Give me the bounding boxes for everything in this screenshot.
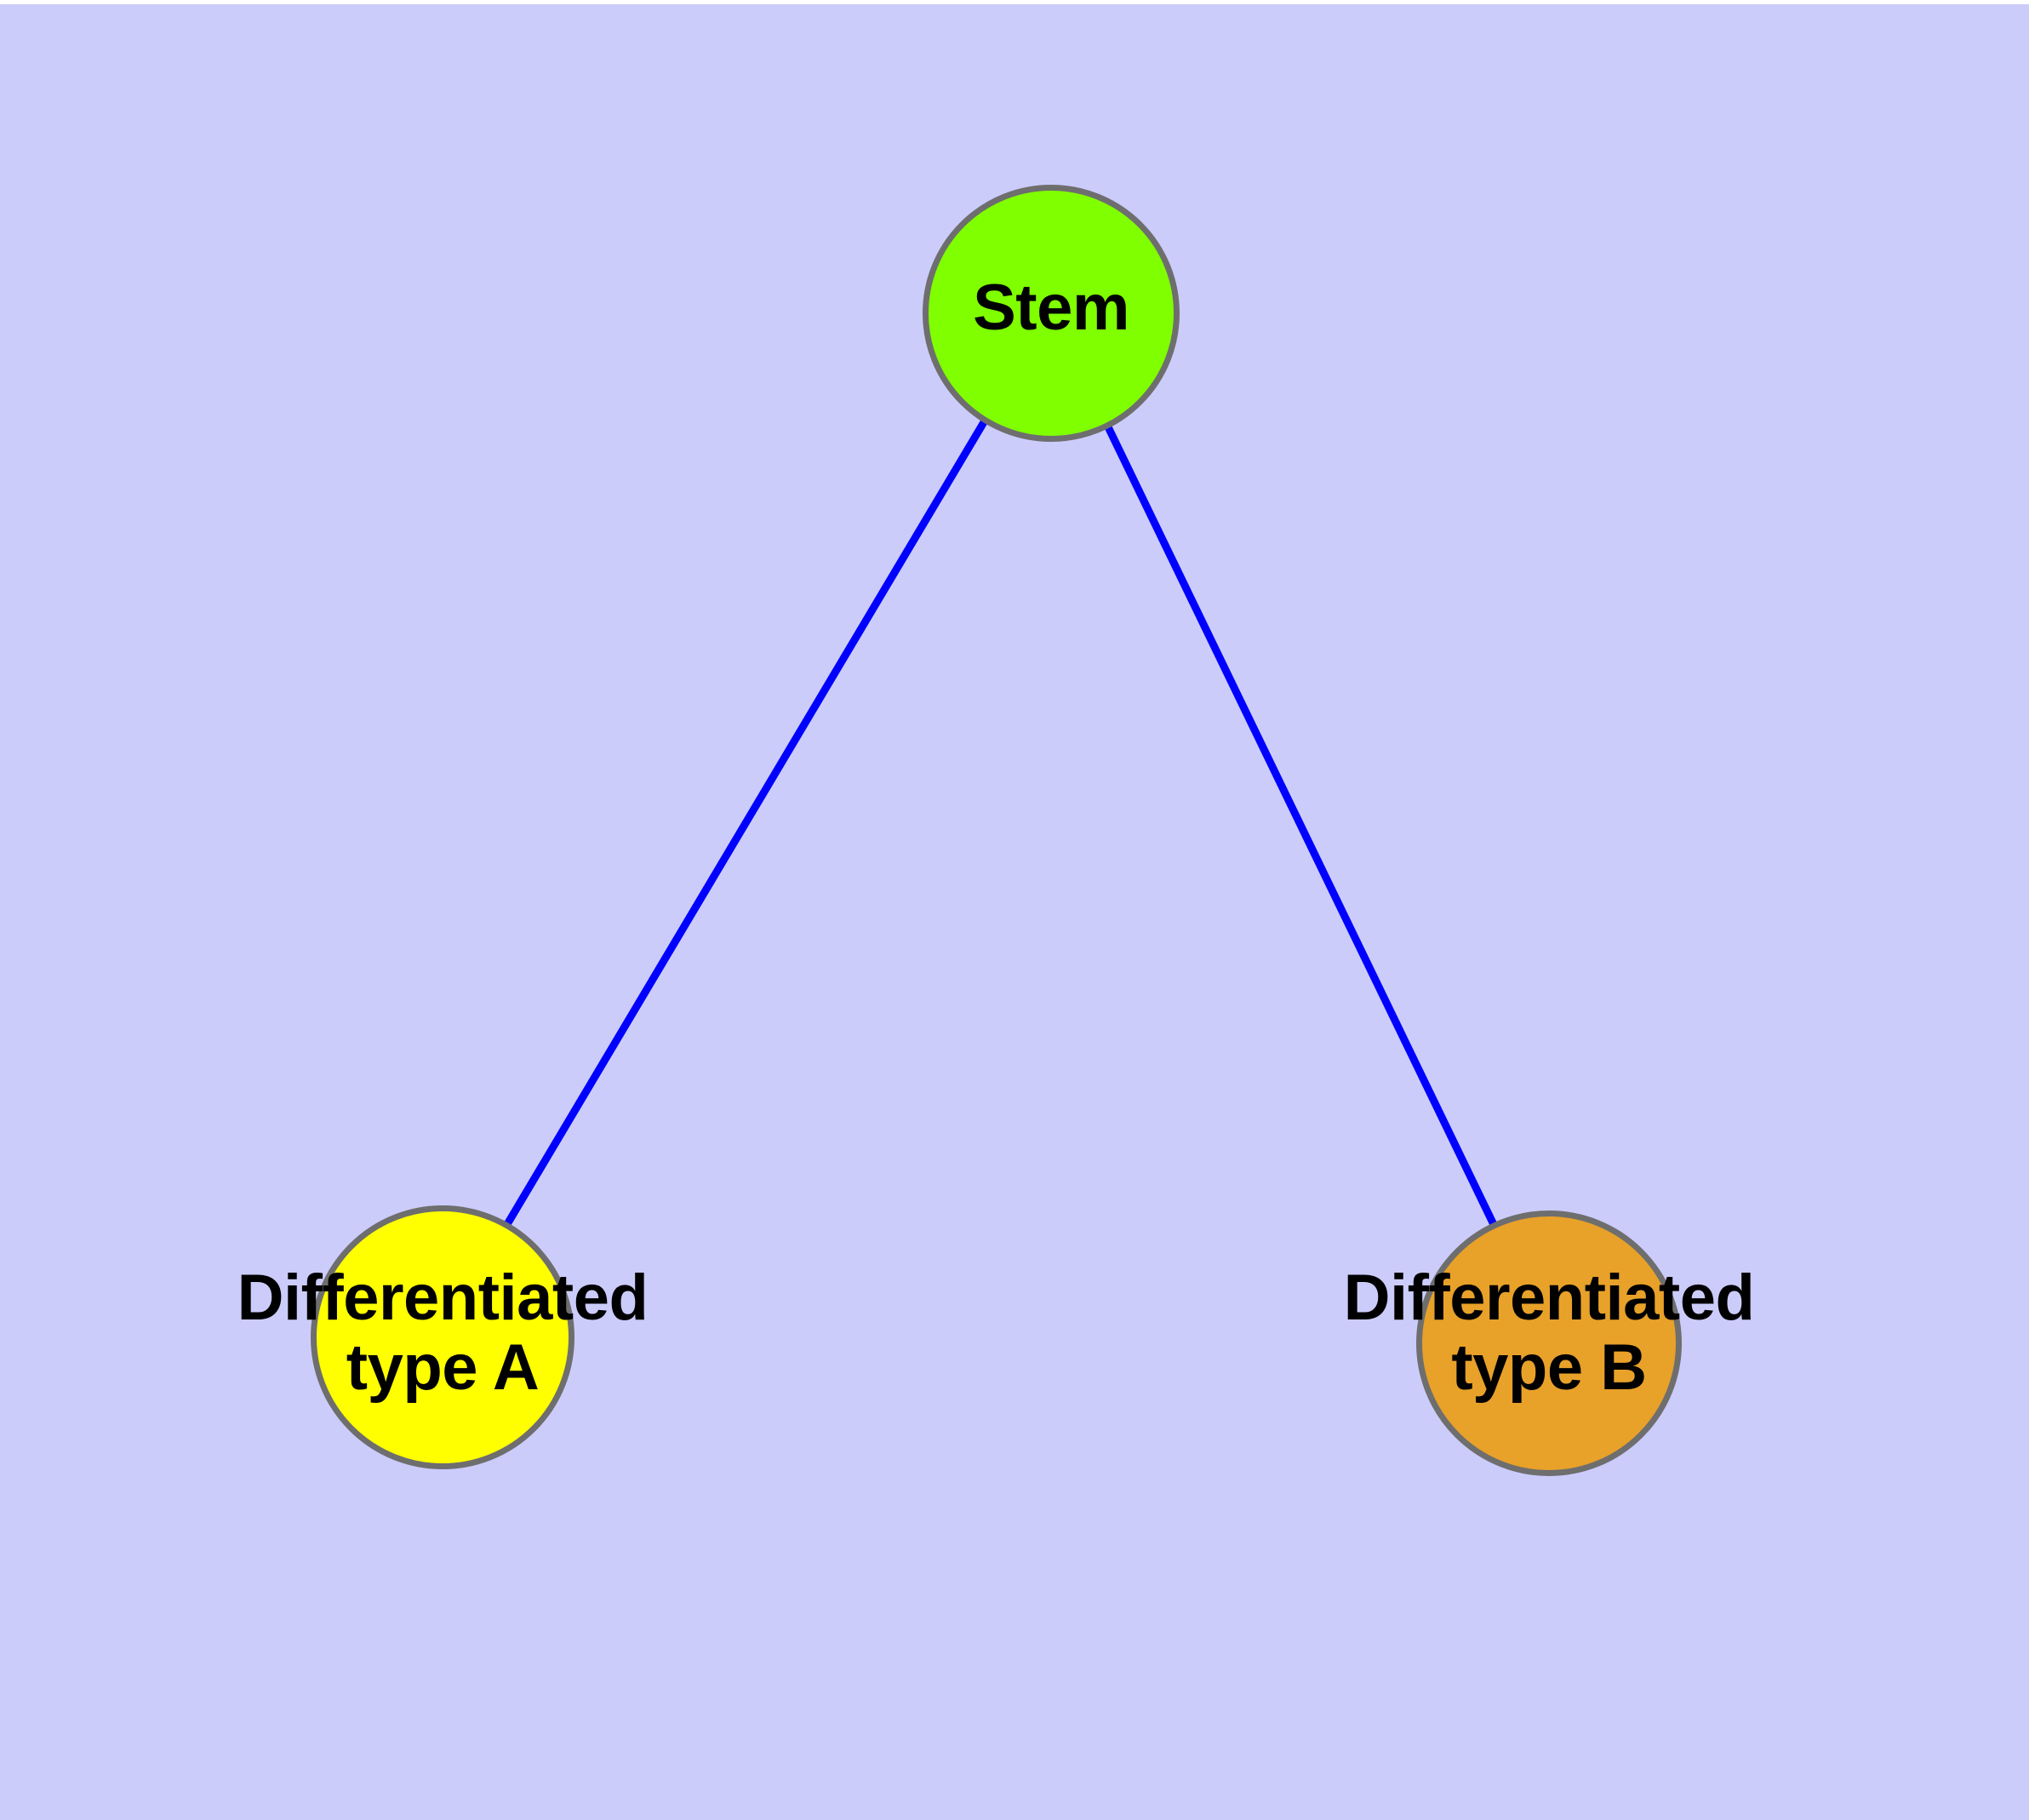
edge-stem-diff-a[interactable] bbox=[439, 306, 1055, 1336]
edge-stem-diff-b[interactable] bbox=[1047, 307, 1553, 1341]
node-stem[interactable]: Stem bbox=[923, 185, 1180, 442]
node-stem-label: Stem bbox=[973, 272, 1129, 344]
node-differentiated-type-b[interactable]: Differentiated type B bbox=[1344, 1210, 1755, 1476]
node-differentiated-type-b-label: Differentiated type B bbox=[1132, 1262, 1966, 1405]
graph-svg bbox=[439, 306, 1553, 1341]
node-differentiated-type-a-label-line1: Differentiated bbox=[237, 1262, 649, 1334]
node-differentiated-type-b-label-line2: type B bbox=[1451, 1331, 1647, 1405]
node-stem-circle[interactable] bbox=[923, 185, 1180, 442]
node-differentiated-type-a-label-line2: type A bbox=[346, 1331, 540, 1405]
node-differentiated-type-a[interactable]: Differentiated type A bbox=[237, 1205, 649, 1469]
node-differentiated-type-a-circle[interactable] bbox=[311, 1205, 574, 1469]
node-differentiated-type-a-label: Differentiated type A bbox=[26, 1262, 860, 1405]
node-differentiated-type-b-circle[interactable] bbox=[1416, 1210, 1682, 1476]
diagram-plot-area: Stem Differentiated type A Differentiate… bbox=[0, 4, 2029, 1820]
edge-layer bbox=[439, 306, 1553, 1341]
node-differentiated-type-b-label-line1: Differentiated bbox=[1343, 1262, 1755, 1334]
